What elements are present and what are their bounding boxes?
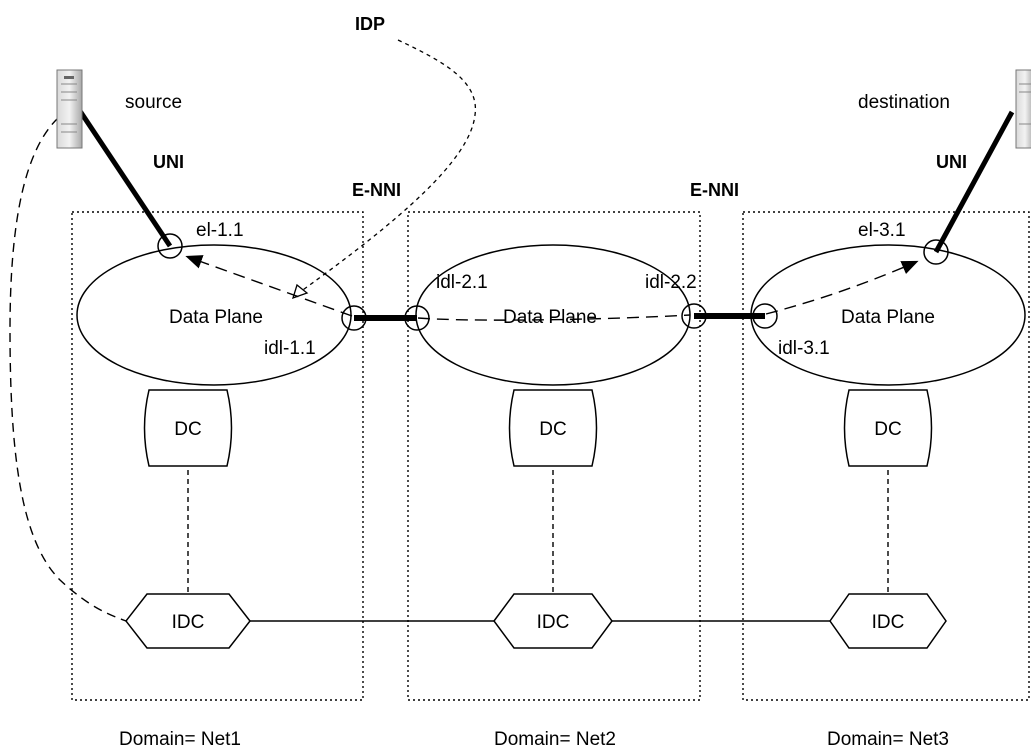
idc-label-net1: IDC bbox=[172, 612, 205, 633]
domain-box-net3 bbox=[742, 211, 1030, 701]
idp-label: IDP bbox=[355, 14, 385, 34]
uni-label-left: UNI bbox=[153, 152, 184, 172]
dc-shape-net1 bbox=[143, 389, 233, 467]
idc-shape-net2 bbox=[493, 593, 613, 649]
data-plane-label-net2: Data Plane bbox=[503, 307, 597, 328]
idl-3-1-label: idl-3.1 bbox=[778, 338, 830, 359]
data-plane-label-net3: Data Plane bbox=[841, 307, 935, 328]
idc-label-net3: IDC bbox=[872, 612, 905, 633]
destination-label: destination bbox=[858, 92, 950, 113]
endpoint-el-1-1 bbox=[157, 233, 183, 259]
idl-2-2-label: idl-2.2 bbox=[645, 272, 697, 293]
idp-dashed-path bbox=[299, 39, 476, 293]
dc-shape-net2 bbox=[508, 389, 598, 467]
server-icon-source bbox=[56, 69, 83, 149]
endpoint-idl-2-2 bbox=[681, 303, 707, 329]
idc-shape-net1 bbox=[125, 593, 251, 649]
source-label: source bbox=[125, 92, 182, 113]
domain-label-net1: Domain= Net1 bbox=[119, 729, 241, 750]
idp-open-arrowhead bbox=[291, 283, 309, 300]
server-icon-destination bbox=[1015, 69, 1031, 149]
idc-label-net2: IDC bbox=[537, 612, 570, 633]
el-1-1-label: el-1.1 bbox=[196, 220, 244, 241]
path-arrow-to-el-3-1 bbox=[765, 260, 919, 315]
el-3-1-label: el-3.1 bbox=[858, 220, 906, 241]
idl-2-1-label: idl-2.1 bbox=[436, 272, 488, 293]
endpoint-idl-1-1 bbox=[341, 305, 367, 331]
idc-shape-net3 bbox=[829, 593, 947, 649]
dc-label-net2: DC bbox=[539, 419, 566, 440]
idl-1-1-label: idl-1.1 bbox=[264, 338, 316, 359]
dc-label-net1: DC bbox=[174, 419, 201, 440]
path-arrow-to-el-1-1 bbox=[185, 255, 353, 317]
domain-label-net2: Domain= Net2 bbox=[494, 729, 616, 750]
endpoint-idl-3-1 bbox=[752, 303, 778, 329]
dc-shape-net3 bbox=[843, 389, 933, 467]
uni-link-source bbox=[75, 106, 173, 248]
endpoint-el-3-1 bbox=[923, 239, 949, 265]
data-plane-label-net1: Data Plane bbox=[169, 307, 263, 328]
source-idc-dashed-path bbox=[9, 117, 127, 622]
endpoint-idl-2-1 bbox=[404, 305, 430, 331]
path-across-net2 bbox=[417, 314, 691, 321]
uni-label-right: UNI bbox=[936, 152, 967, 172]
dc-label-net3: DC bbox=[874, 419, 901, 440]
domain-box-net1 bbox=[71, 211, 364, 701]
domain-box-net2 bbox=[407, 211, 701, 701]
enni-label-right: E-NNI bbox=[690, 180, 739, 200]
domain-label-net3: Domain= Net3 bbox=[827, 729, 949, 750]
enni-label-left: E-NNI bbox=[352, 180, 401, 200]
uni-link-destination bbox=[933, 110, 1015, 254]
